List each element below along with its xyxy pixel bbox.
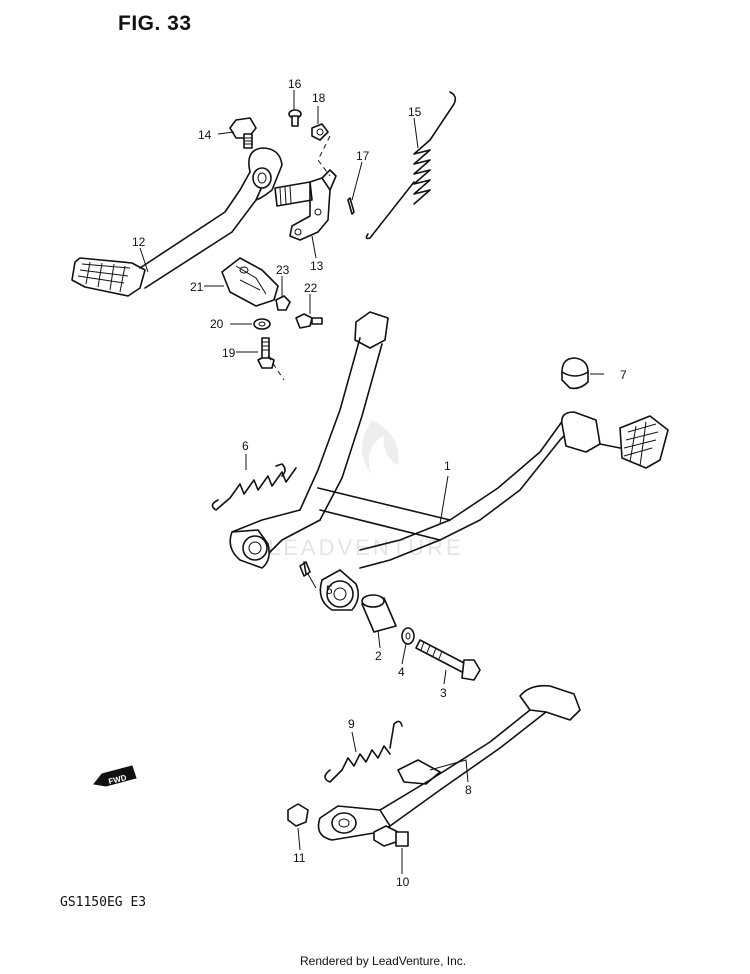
washer-mid[interactable] <box>253 318 271 330</box>
callout-14: 14 <box>198 128 212 142</box>
callout-22: 22 <box>304 281 318 295</box>
bolt-small[interactable] <box>295 313 323 329</box>
callout-1: 1 <box>444 459 451 473</box>
callout-4: 4 <box>398 665 405 679</box>
pedal-stopper[interactable] <box>221 257 279 307</box>
callout-labels: 1 2 3 4 5 6 7 8 9 10 11 12 13 14 15 16 1… <box>132 77 627 889</box>
callout-20: 20 <box>210 317 224 331</box>
callout-11: 11 <box>293 851 306 865</box>
cotter-pin[interactable] <box>299 561 311 577</box>
side-stand[interactable] <box>317 684 581 841</box>
callout-12: 12 <box>132 235 146 249</box>
washer[interactable] <box>401 627 415 645</box>
figure-title: FIG. 33 <box>118 12 192 35</box>
stand-spacer[interactable] <box>361 594 397 633</box>
footer-credit: Rendered by LeadVenture, Inc. <box>300 954 467 968</box>
brake-light-spring[interactable] <box>365 91 457 240</box>
watermark-text: LEADVENTURE <box>268 535 464 560</box>
callout-13: 13 <box>310 259 324 273</box>
callout-9: 9 <box>348 717 355 731</box>
callout-16: 16 <box>288 77 302 91</box>
stopper[interactable] <box>561 357 589 390</box>
nut[interactable] <box>287 803 309 827</box>
callout-10: 10 <box>396 875 410 889</box>
callout-19: 19 <box>222 346 236 360</box>
stand-bolt[interactable] <box>415 639 481 681</box>
callout-21: 21 <box>190 280 204 294</box>
callout-3: 3 <box>440 686 447 700</box>
washer-small[interactable] <box>311 123 329 141</box>
callout-17: 17 <box>356 149 370 163</box>
side-stand-bolt[interactable] <box>373 825 409 847</box>
callout-2: 2 <box>375 649 382 663</box>
model-code: GS1150EG E3 <box>60 895 147 910</box>
side-stand-spring[interactable] <box>324 720 403 783</box>
nut-small[interactable] <box>275 295 291 311</box>
center-stand[interactable] <box>229 311 669 611</box>
leader-lines <box>139 90 604 874</box>
callout-15: 15 <box>408 105 422 119</box>
callout-23: 23 <box>276 263 290 277</box>
forward-direction-arrow: FWD <box>93 765 137 787</box>
fwd-text: FWD <box>108 773 128 786</box>
bolt[interactable] <box>257 337 275 369</box>
rear-brake-pedal[interactable] <box>71 147 283 297</box>
pedal-bolt[interactable] <box>229 117 257 149</box>
pin[interactable] <box>347 197 355 215</box>
callout-7: 7 <box>620 368 627 382</box>
callout-5: 5 <box>326 583 333 597</box>
center-stand-spring[interactable] <box>211 463 297 511</box>
callout-18: 18 <box>312 91 326 105</box>
callout-6: 6 <box>242 439 249 453</box>
screw[interactable] <box>288 109 302 127</box>
watermark: LEADVENTURE <box>268 420 464 560</box>
brake-shaft-lever[interactable] <box>274 169 337 241</box>
callout-8: 8 <box>465 783 472 797</box>
